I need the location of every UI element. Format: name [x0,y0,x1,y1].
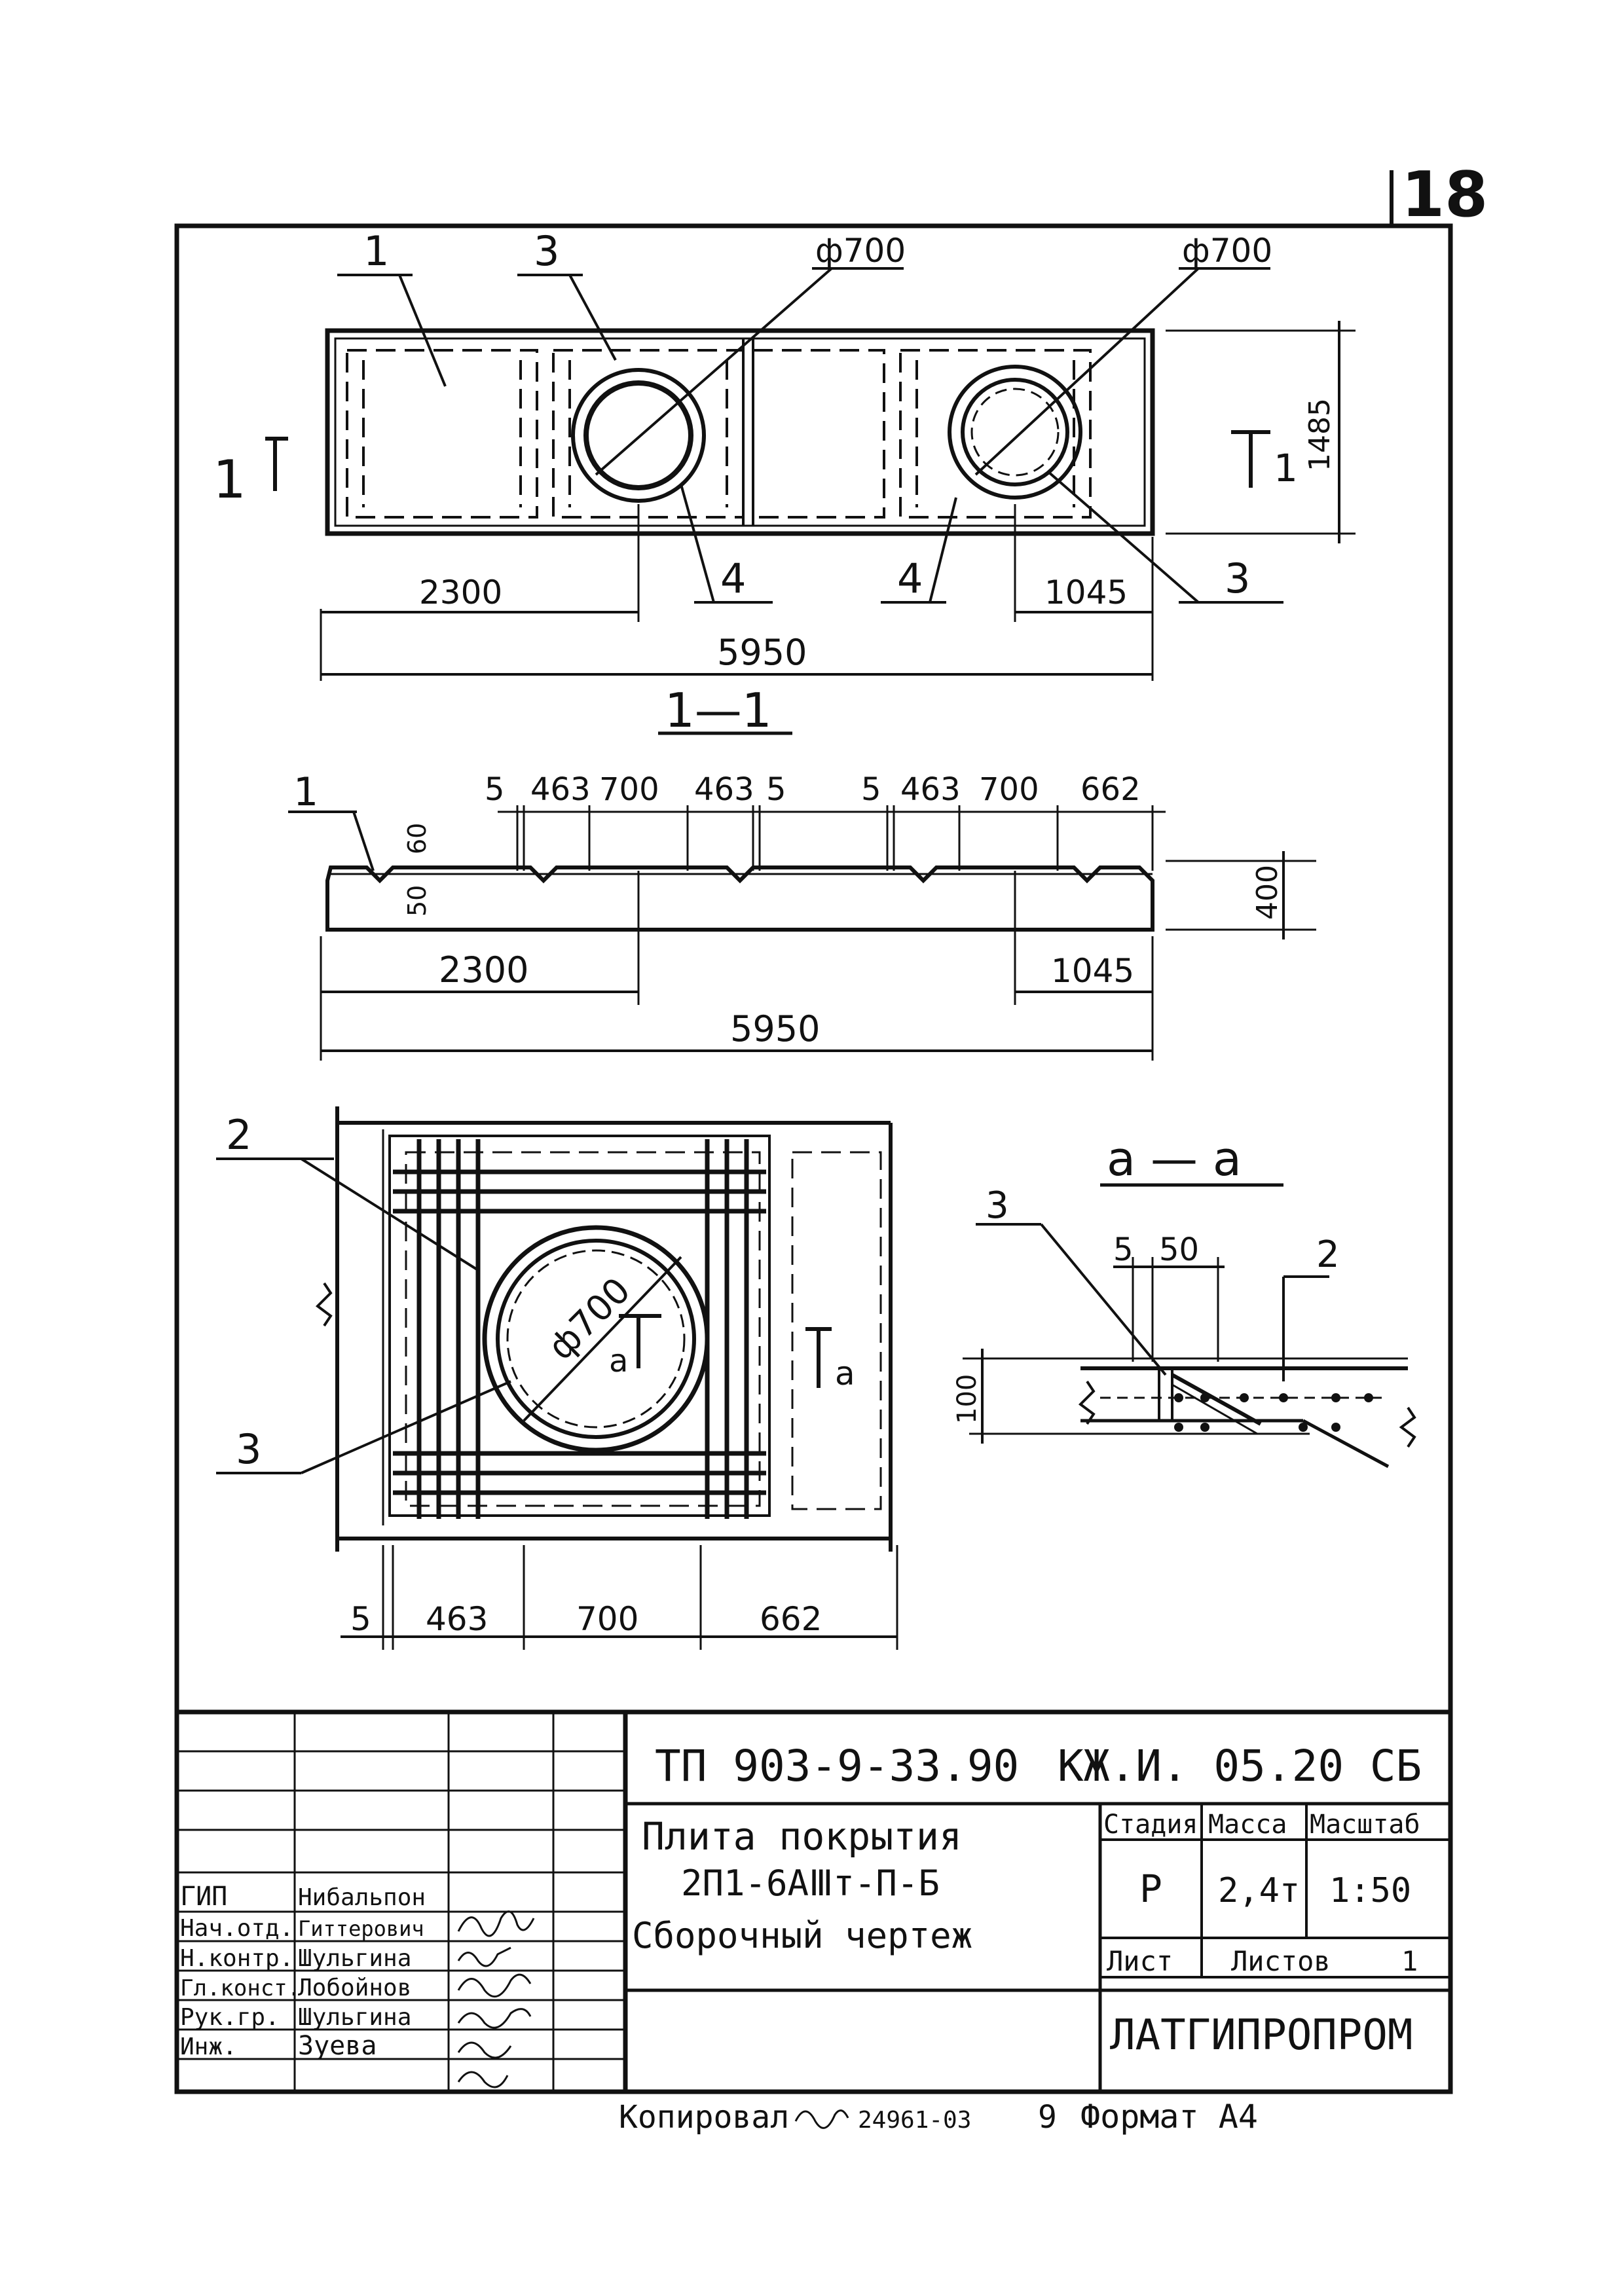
footer-page-no: 9 [1038,2099,1057,2136]
title-block-text: ТП 903-9-33.90 КЖ.И. 05.20 СБ Плита покр… [180,1741,1422,2061]
title-block [177,1709,1450,2092]
organization: ЛАТГИПРОПРОМ [1110,2011,1412,2060]
detail-dim-463: 463 [426,1600,488,1638]
value-scale: 1:50 [1329,1871,1411,1910]
staff-name-5: Шульгина [298,2004,411,2031]
title-line-2: 2П1-6АⅢт-П-Б [681,1863,940,1904]
plan-section-mark-right: 1 [1274,446,1298,490]
detail-dim-662: 662 [760,1600,822,1638]
section-dim-5b: 5 [766,771,786,808]
section-labels: 1 5 463 700 463 5 5 463 700 662 60 50 40… [293,769,1284,1049]
section-dim-5c: 5 [861,771,881,808]
sheet-frame [174,223,1453,2094]
plan-pos-4-left: 4 [720,555,746,602]
staff-role-5: Рук.гр. [180,2004,280,2031]
staff-role-3: Н.контр. [180,1945,293,1972]
section-dim-height: 400 [1251,865,1284,920]
title-line-3: Сборочный чертеж [632,1915,972,1956]
section-aa-dim-100: 100 [952,1374,982,1424]
section-dim-662: 662 [1080,771,1141,808]
detail-opening [482,1225,710,1453]
section-dim-left-offset: 2300 [439,949,528,991]
plan-pos-3-left: 3 [534,227,559,275]
detail-pos-2: 2 [226,1111,251,1159]
section-dim-right-offset: 1045 [1051,952,1134,990]
value-stage: Р [1139,1867,1162,1911]
plan-dia-right: ф700 [1182,232,1272,270]
doc-code: ТП 903-9-33.90 [655,1741,1019,1791]
plan-dia-left: ф700 [815,232,906,270]
staff-role-1: ГИП [180,1882,227,1912]
plan-pos-4-right: 4 [897,555,923,602]
staff-name-3: Шульгина [298,1945,411,1972]
title-line-1: Плита покрытия [642,1814,962,1859]
staff-role-4: Гл.конст. [180,1975,301,2001]
plan-dim-length: 5950 [717,632,807,673]
section-dim-463a: 463 [530,771,591,808]
section-dim-700b: 700 [979,771,1039,808]
plan-dim-right-offset: 1045 [1044,574,1128,611]
detail-pos-3: 3 [236,1425,261,1473]
plan-pos-1: 1 [363,227,389,275]
section-pos-1: 1 [293,769,318,815]
detail-section-mark-right: a [835,1355,855,1393]
footer: Копировал 24961-03 9 Формат А4 [619,2098,1258,2136]
plan-labels: 1 3 3 4 4 ф700 ф700 1485 2300 1045 5950 … [213,227,1337,673]
detail-dim-700: 700 [576,1600,638,1638]
sheet-code: КЖ.И. 05.20 СБ [1058,1741,1422,1791]
plan-dim-height: 1485 [1303,398,1337,471]
section-aa-pos-3: 3 [986,1184,1009,1227]
detail-section-mark: a [609,1343,628,1379]
sheet-number: 18 [1401,159,1488,231]
footer-format: Формат А4 [1080,2098,1258,2136]
section-aa-labels: 3 2 5 50 100 [952,1184,1340,1424]
section-view [288,805,1316,1061]
copyist-signature [794,2109,849,2129]
opening-right [948,365,1082,500]
section-rib-50: 50 [403,885,432,917]
opening-left [571,368,706,503]
footer-archive-no: 24961-03 [858,2107,971,2134]
footer-copied: Копировал [619,2099,789,2136]
section-dim-length: 5950 [730,1008,820,1049]
section-title: 1—1 [665,683,772,738]
staff-name-2: Гиттерович [298,1916,424,1941]
section-aa-pos-2: 2 [1316,1233,1340,1276]
staff-name-1: Нибальпон [298,1884,426,1911]
header-scale: Масштаб [1310,1810,1420,1840]
header-mass: Масса [1208,1810,1287,1840]
detail-view [216,1106,898,1650]
section-dim-700a: 700 [599,771,659,808]
section-rib-60: 60 [403,823,432,854]
header-stage: Стадия [1103,1810,1198,1840]
staff-name-4: Лобойнов [298,1975,411,2001]
section-dim-5a: 5 [485,771,505,808]
section-dim-463c: 463 [900,771,961,808]
sheets-label: Листов [1231,1945,1331,1977]
plan-dim-left-offset: 2300 [419,574,502,611]
section-aa-title: a — a [1107,1131,1242,1186]
plan-pos-3-right: 3 [1225,555,1250,602]
staff-name-6: Зуева [298,2031,377,2061]
section-aa-dim-50: 50 [1159,1231,1199,1268]
plan-view [265,267,1356,681]
section-aa-dim-5: 5 [1113,1231,1134,1268]
sheet-label: Лист [1107,1945,1173,1977]
section-aa-view [963,1223,1416,1468]
plan-section-mark-left: 1 [213,449,246,510]
detail-dim-5: 5 [350,1600,371,1638]
value-mass: 2,4т [1218,1871,1300,1910]
staff-role-2: Нач.отд. [180,1915,293,1942]
staff-role-6: Инж. [180,2033,237,2060]
sheets-value: 1 [1401,1945,1418,1977]
section-dim-463b: 463 [694,771,754,808]
